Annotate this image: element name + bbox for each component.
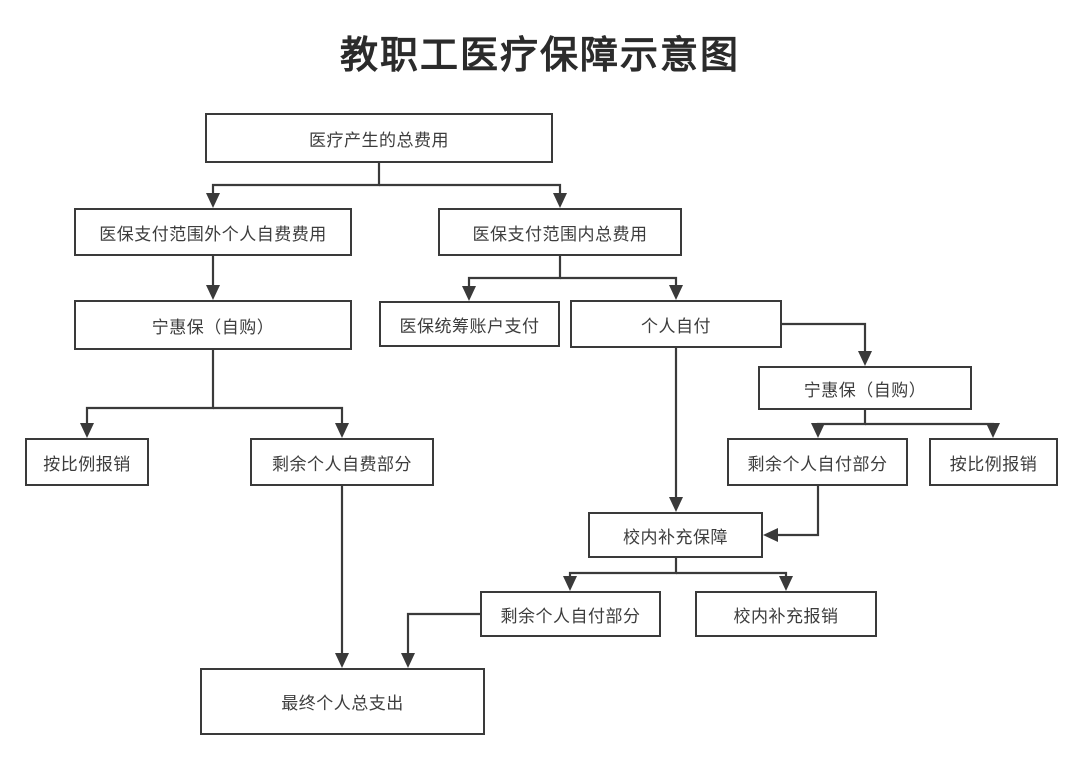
node-label: 剩余个人自费部分 bbox=[272, 454, 412, 475]
node-label: 剩余个人自付部分 bbox=[500, 606, 641, 627]
arrowhead-self-pay bbox=[669, 285, 683, 300]
node-label: 宁惠保（自购） bbox=[151, 317, 275, 338]
node-label: 医保支付范围内总费用 bbox=[472, 224, 648, 245]
node-pooling-account-payment[interactable]: 医保统筹账户支付 bbox=[379, 301, 560, 347]
edge-ninghuibao-right-to-ratio-reimburse-right bbox=[865, 422, 995, 430]
node-out-of-scope-self-cost[interactable]: 医保支付范围外个人自费费用 bbox=[74, 208, 352, 256]
edge-campus-supplement-to-campus-reimburse bbox=[676, 571, 788, 583]
edge-ninghuibao-right-split bbox=[816, 410, 867, 430]
node-label: 按比例报销 bbox=[949, 454, 1038, 475]
arrowhead-campus-supplement bbox=[669, 497, 683, 512]
edge-total-cost-split bbox=[211, 163, 381, 200]
edge-remaining-self-pay-2-to-final-total bbox=[406, 612, 480, 660]
arrowhead-in-scope bbox=[553, 193, 567, 208]
node-label: 按比例报销 bbox=[43, 454, 131, 475]
node-campus-supplement-reimburse[interactable]: 校内补充报销 bbox=[695, 591, 877, 637]
arrowhead-remaining-self-cost bbox=[335, 423, 349, 438]
edge-ninghuibao-left-split bbox=[85, 350, 215, 430]
node-label: 医保统筹账户支付 bbox=[399, 316, 540, 337]
node-ratio-reimburse-left[interactable]: 按比例报销 bbox=[25, 438, 149, 486]
edge-total-cost-to-in-scope bbox=[379, 183, 562, 200]
arrowhead-ninghuibao-left bbox=[206, 285, 220, 300]
node-ninghuibao-right[interactable]: 宁惠保（自购） bbox=[758, 366, 972, 410]
arrowhead-campus-supplement-right bbox=[763, 528, 778, 542]
node-ninghuibao-left[interactable]: 宁惠保（自购） bbox=[74, 300, 352, 350]
edge-in-scope-split bbox=[467, 256, 562, 293]
arrowhead-remaining-self-pay-2 bbox=[563, 576, 577, 591]
node-total-cost[interactable]: 医疗产生的总费用 bbox=[205, 113, 553, 163]
node-remaining-self-pay-1[interactable]: 剩余个人自付部分 bbox=[727, 438, 908, 486]
edge-ninghuibao-left-to-remaining-self-cost bbox=[213, 406, 344, 430]
edge-self-pay-to-ninghuibao-right bbox=[782, 322, 867, 358]
arrowhead-final-total-left bbox=[335, 653, 349, 668]
node-label: 最终个人总支出 bbox=[281, 694, 404, 714]
arrowhead-out-of-scope bbox=[206, 193, 220, 208]
node-ratio-reimburse-right[interactable]: 按比例报销 bbox=[929, 438, 1058, 486]
node-label: 个人自付 bbox=[641, 316, 711, 337]
node-final-total-expense[interactable]: 最终个人总支出 bbox=[200, 668, 485, 735]
node-label: 校内补充保障 bbox=[623, 527, 728, 548]
arrowhead-ninghuibao-right bbox=[858, 351, 872, 366]
node-label: 医疗产生的总费用 bbox=[309, 130, 449, 151]
node-label: 宁惠保（自购） bbox=[803, 380, 927, 401]
node-campus-supplement-coverage[interactable]: 校内补充保障 bbox=[588, 512, 763, 558]
node-label: 校内补充报销 bbox=[733, 606, 839, 627]
node-in-scope-total-cost[interactable]: 医保支付范围内总费用 bbox=[438, 208, 682, 256]
arrowhead-remaining-self-pay-1 bbox=[811, 423, 825, 438]
page-title: 教职工医疗保障示意图 bbox=[339, 33, 740, 77]
node-self-pay[interactable]: 个人自付 bbox=[570, 300, 782, 348]
edge-remaining-self-pay-1-to-campus-supplement bbox=[771, 486, 820, 537]
arrowhead-ratio-reimburse-right bbox=[986, 423, 1000, 438]
arrowhead-ratio-reimburse-left bbox=[80, 423, 94, 438]
node-label: 剩余个人自付部分 bbox=[747, 454, 888, 475]
node-remaining-self-pay-2[interactable]: 剩余个人自付部分 bbox=[480, 591, 661, 637]
arrowhead-final-total-right bbox=[401, 653, 415, 668]
node-label: 医保支付范围外个人自费费用 bbox=[99, 224, 327, 245]
arrowhead-pooling-account bbox=[462, 286, 476, 301]
edge-in-scope-to-self-pay bbox=[560, 276, 678, 292]
edge-campus-supplement-split bbox=[568, 558, 678, 583]
node-remaining-self-cost[interactable]: 剩余个人自费部分 bbox=[250, 438, 434, 486]
arrowhead-campus-reimburse bbox=[779, 576, 793, 591]
